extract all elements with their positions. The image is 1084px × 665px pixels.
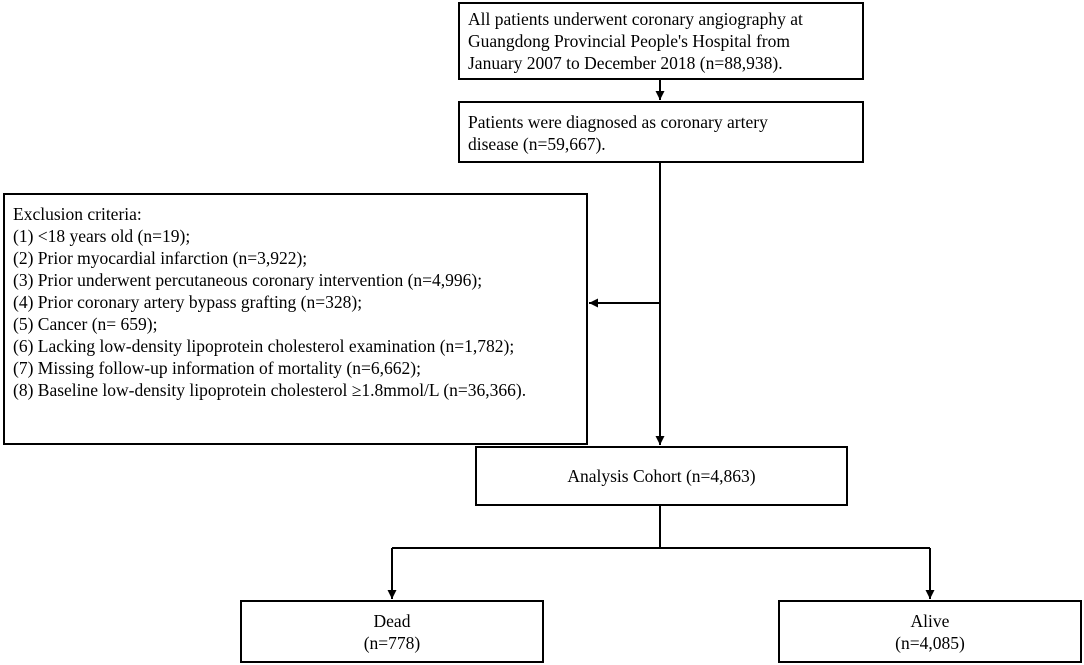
exclusion-item: (6) Lacking low-density lipoprotein chol… — [13, 336, 515, 356]
dead-label: Dead — [373, 611, 411, 631]
exclusion-criteria-box: Exclusion criteria: (1) <18 years old (n… — [3, 193, 588, 445]
analysis-cohort-box: Analysis Cohort (n=4,863) — [475, 446, 848, 506]
alive-label: Alive — [910, 611, 950, 631]
exclusion-item: (7) Missing follow-up information of mor… — [13, 358, 421, 378]
dead-outcome-box: Dead (n=778) — [240, 600, 544, 663]
source-population-box: All patients underwent coronary angiogra… — [458, 2, 864, 80]
diagnosis-line-2: disease (n=59,667). — [468, 134, 606, 154]
exclusion-title: Exclusion criteria: — [13, 204, 142, 224]
source-line-1: All patients underwent coronary angiogra… — [468, 9, 803, 29]
source-line-2: Guangdong Provincial People's Hospital f… — [468, 31, 790, 51]
diagnosis-line-1: Patients were diagnosed as coronary arte… — [468, 112, 768, 132]
exclusion-item: (2) Prior myocardial infarction (n=3,922… — [13, 248, 308, 268]
exclusion-item: (8) Baseline low-density lipoprotein cho… — [13, 380, 527, 400]
exclusion-item: (3) Prior underwent percutaneous coronar… — [13, 270, 483, 290]
exclusion-item: (5) Cancer (n= 659); — [13, 314, 158, 334]
exclusion-item: (4) Prior coronary artery bypass graftin… — [13, 292, 363, 312]
exclusion-item: (1) <18 years old (n=19); — [13, 226, 191, 246]
diagnosis-box: Patients were diagnosed as coronary arte… — [458, 101, 864, 163]
alive-outcome-box: Alive (n=4,085) — [778, 600, 1082, 663]
alive-count: (n=4,085) — [895, 633, 965, 653]
source-line-3: January 2007 to December 2018 (n=88,938)… — [468, 53, 783, 73]
analysis-cohort-label: Analysis Cohort (n=4,863) — [567, 466, 756, 486]
dead-count: (n=778) — [363, 633, 421, 653]
